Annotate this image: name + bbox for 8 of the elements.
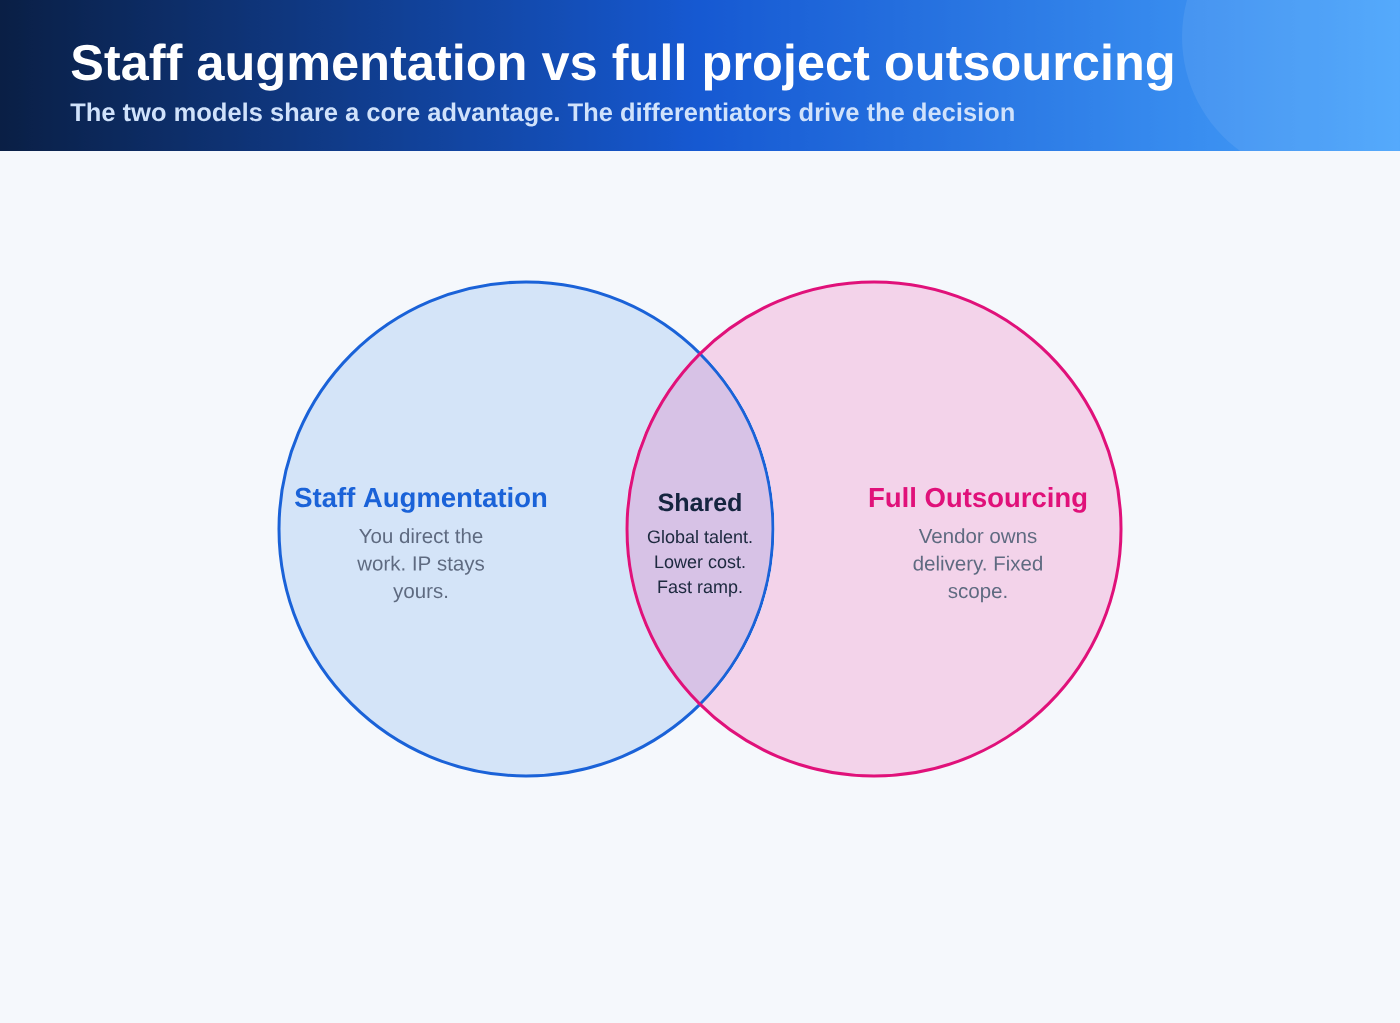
overlap-text: Global talent. Lower cost. Fast ramp. (647, 529, 752, 597)
circle-text: You direct the work. IP stays yours. (357, 528, 485, 603)
overlap-heading: Shared (658, 492, 741, 512)
title: Staff augmentation vs full project outsourcing (71, 43, 1173, 91)
subtitle: The two models share a core advantage. The differentiators drive the decision (70, 102, 1014, 127)
circle-text: Vendor owns delivery. Fixed scope. (913, 528, 1042, 603)
circle-heading: Staff Augmentation (295, 487, 547, 513)
circle-heading: Full Outsourcing (869, 487, 1087, 513)
